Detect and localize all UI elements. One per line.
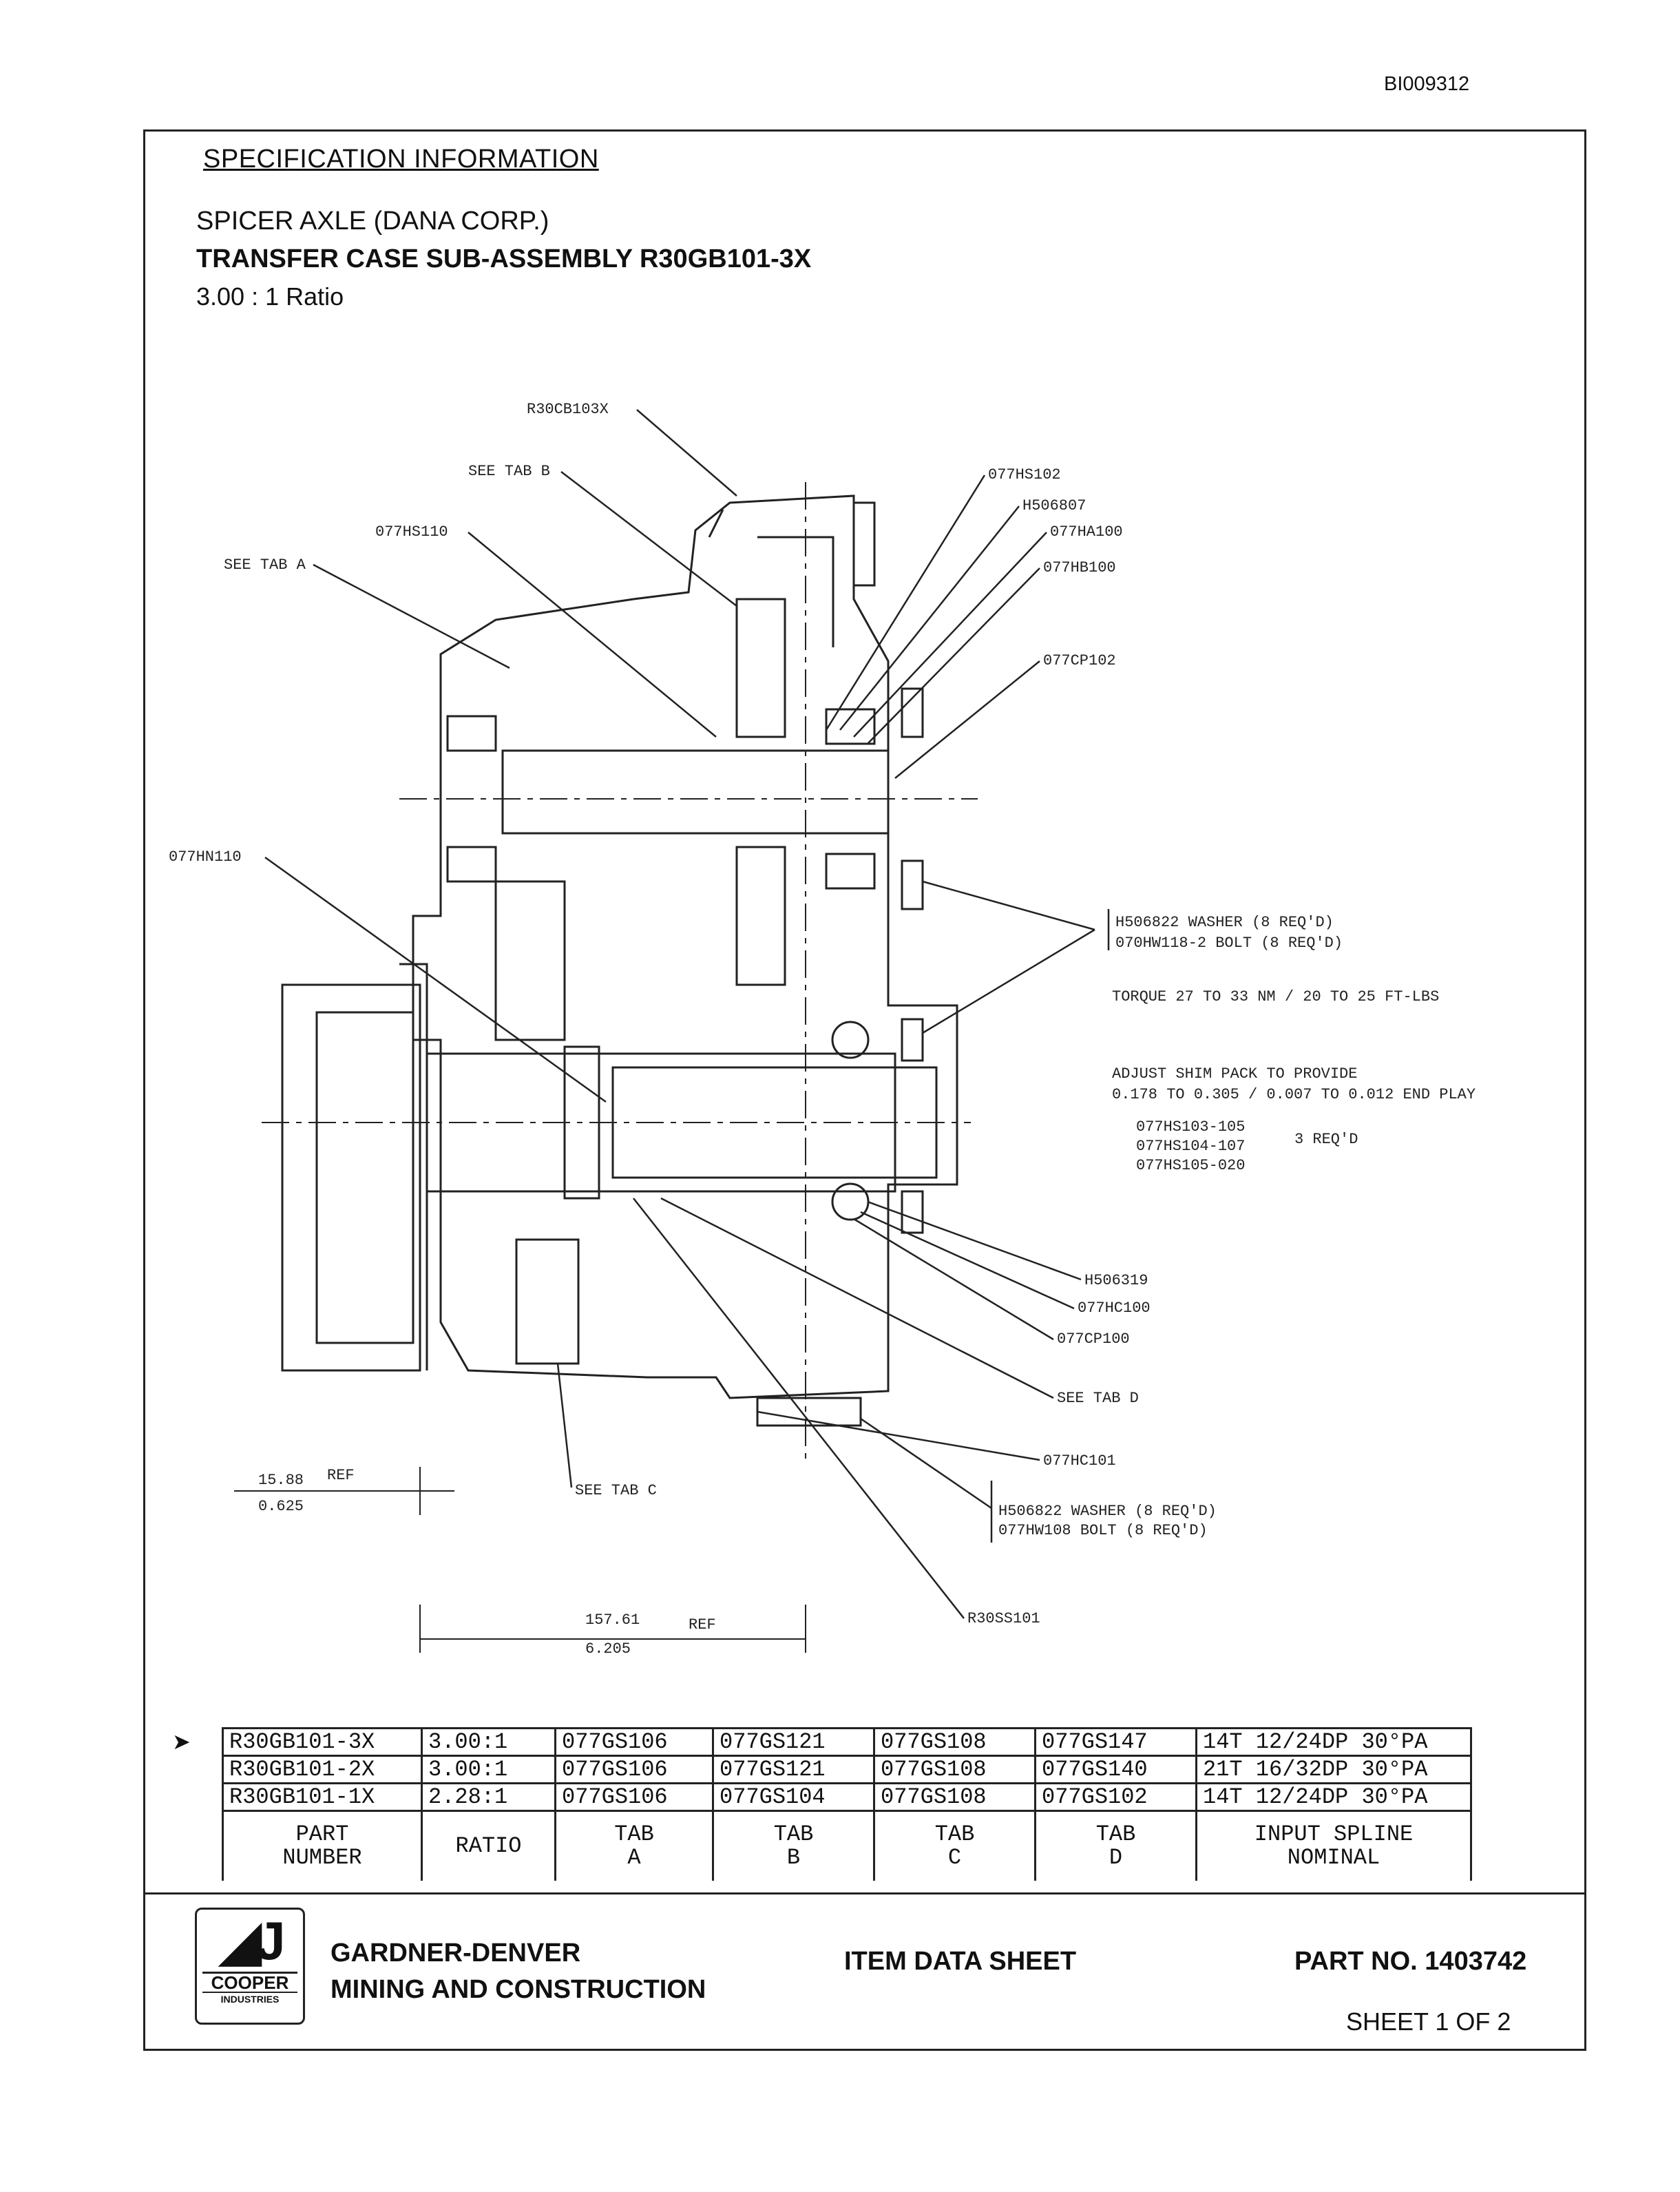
- document-id: BI009312: [1384, 73, 1470, 95]
- shim-qty: 3 REQ'D: [1294, 1131, 1358, 1148]
- callout-see-tab-b: SEE TAB B: [468, 463, 550, 480]
- ratio-line: 3.00 : 1 Ratio: [196, 282, 344, 311]
- table-cell: R30GB101-3X: [222, 1727, 423, 1757]
- table-cell: 077GS108: [873, 1727, 1036, 1757]
- table-cell: 3.00:1: [421, 1727, 556, 1757]
- logo-mark: ◢J: [220, 1910, 285, 1971]
- dim-bottom-metric: 157.61: [585, 1611, 640, 1629]
- transfer-case-drawing: R30CB103X SEE TAB B 077HS110 SEE TAB A 0…: [169, 401, 1476, 1658]
- table-row: R30GB101-1X 2.28:1 077GS106 077GS104 077…: [222, 1782, 1472, 1812]
- shim-part-a: 077HS103-105: [1136, 1118, 1245, 1136]
- callout-hs110: 077HS110: [375, 523, 448, 541]
- callout-see-tab-a: SEE TAB A: [224, 556, 306, 574]
- spec-heading: SPECIFICATION INFORMATION: [203, 145, 599, 174]
- shim-note-1: ADJUST SHIM PACK TO PROVIDE: [1112, 1065, 1357, 1083]
- header-line: TAB: [773, 1822, 814, 1847]
- company-name: GARDNER-DENVER: [330, 1939, 581, 1967]
- shim-part-b: 077HS104-107: [1136, 1138, 1245, 1155]
- table-cell: 077GS108: [873, 1782, 1036, 1812]
- callout-cp100: 077CP100: [1057, 1330, 1130, 1348]
- sheet-number: SHEET 1 OF 2: [1346, 2007, 1511, 2036]
- header-line: TAB: [614, 1822, 654, 1847]
- header-line: NOMINAL: [1287, 1845, 1380, 1870]
- company-division: MINING AND CONSTRUCTION: [330, 1975, 706, 2004]
- assembly-title: TRANSFER CASE SUB-ASSEMBLY R30GB101-3X: [196, 244, 812, 273]
- callout-bolt-top: 070HW118-2 BOLT (8 REQ'D): [1115, 935, 1343, 952]
- table-cell: 077GS121: [712, 1727, 875, 1757]
- table-cell: R30GB101-1X: [222, 1782, 423, 1812]
- callout-hs102: 077HS102: [988, 466, 1061, 483]
- torque-note: TORQUE 27 TO 33 NM / 20 TO 25 FT-LBS: [1112, 988, 1439, 1005]
- callout-see-tab-d: SEE TAB D: [1057, 1390, 1139, 1407]
- housing-outline: [281, 494, 958, 1427]
- header-line: RATIO: [455, 1833, 522, 1859]
- table-cell: 077GS104: [712, 1782, 875, 1812]
- table-cell: 077GS147: [1034, 1727, 1197, 1757]
- logo-main-text: COOPER: [202, 1972, 297, 1992]
- table-cell: 077GS108: [873, 1755, 1036, 1784]
- table-header: RATIO: [421, 1810, 556, 1881]
- dim-left-inch: 0.625: [258, 1498, 304, 1515]
- callout-washer-top: H506822 WASHER (8 REQ'D): [1115, 914, 1334, 931]
- sheet-type: ITEM DATA SHEET: [844, 1947, 1077, 1976]
- callout-cp102: 077CP102: [1043, 652, 1116, 669]
- header-line: C: [947, 1845, 962, 1870]
- manufacturer: SPICER AXLE (DANA CORP.): [196, 207, 549, 236]
- callout-hc101: 077HC101: [1043, 1452, 1116, 1470]
- table-cell: 3.00:1: [421, 1755, 556, 1784]
- header-line: B: [786, 1845, 801, 1870]
- dim-left-ref: REF: [327, 1467, 355, 1484]
- callout-hb100: 077HB100: [1043, 559, 1116, 576]
- parts-table: R30GB101-3X 3.00:1 077GS106 077GS121 077…: [222, 1727, 1472, 1881]
- callout-bolt-bot: 077HW108 BOLT (8 REQ'D): [998, 1522, 1208, 1539]
- arrow-right-icon: ➤: [172, 1729, 191, 1754]
- table-cell: 077GS106: [554, 1755, 714, 1784]
- callout-h506807: H506807: [1022, 497, 1086, 514]
- page-frame: [143, 129, 1586, 2051]
- header-line: NUMBER: [282, 1845, 362, 1870]
- table-cell: 077GS106: [554, 1782, 714, 1812]
- logo-sub-text: INDUSTRIES: [202, 1992, 297, 2005]
- footer-divider: [143, 1892, 1586, 1894]
- header-line: D: [1109, 1845, 1123, 1870]
- table-cell: R30GB101-2X: [222, 1755, 423, 1784]
- table-cell: 2.28:1: [421, 1782, 556, 1812]
- callout-see-tab-c: SEE TAB C: [575, 1482, 657, 1499]
- shim-note-2: 0.178 TO 0.305 / 0.007 TO 0.012 END PLAY: [1112, 1086, 1476, 1103]
- table-cell: 077GS102: [1034, 1782, 1197, 1812]
- table-row: R30GB101-3X 3.00:1 077GS106 077GS121 077…: [222, 1727, 1472, 1757]
- header-line: TAB: [934, 1822, 975, 1847]
- header-line: PART: [295, 1822, 349, 1847]
- callout-hn110: 077HN110: [169, 848, 242, 866]
- table-cell: 077GS121: [712, 1755, 875, 1784]
- callout-washer-bot: H506822 WASHER (8 REQ'D): [998, 1503, 1217, 1520]
- dim-left-metric: 15.88: [258, 1472, 304, 1489]
- dim-bottom-inch: 6.205: [585, 1640, 631, 1658]
- callout-r30cb103x: R30CB103X: [527, 401, 609, 418]
- table-cell: 14T 12/24DP 30°PA: [1195, 1782, 1472, 1812]
- callout-hc100: 077HC100: [1078, 1299, 1151, 1317]
- shim-part-c: 077HS105-020: [1136, 1157, 1245, 1174]
- header-line: INPUT SPLINE: [1254, 1822, 1414, 1847]
- dim-bottom-ref: REF: [689, 1616, 716, 1633]
- table-cell: 077GS106: [554, 1727, 714, 1757]
- table-cell: 14T 12/24DP 30°PA: [1195, 1727, 1472, 1757]
- part-number: PART NO. 1403742: [1294, 1947, 1527, 1976]
- header-line: TAB: [1095, 1822, 1136, 1847]
- table-cell: 077GS140: [1034, 1755, 1197, 1784]
- table-row: R30GB101-2X 3.00:1 077GS106 077GS121 077…: [222, 1755, 1472, 1784]
- callout-r30ss101: R30SS101: [967, 1610, 1040, 1627]
- table-cell: 21T 16/32DP 30°PA: [1195, 1755, 1472, 1784]
- callout-ha100: 077HA100: [1050, 523, 1123, 541]
- header-line: A: [627, 1845, 641, 1870]
- cooper-logo-icon: ◢J COOPER INDUSTRIES: [195, 1908, 305, 2025]
- callout-h506319: H506319: [1084, 1272, 1148, 1289]
